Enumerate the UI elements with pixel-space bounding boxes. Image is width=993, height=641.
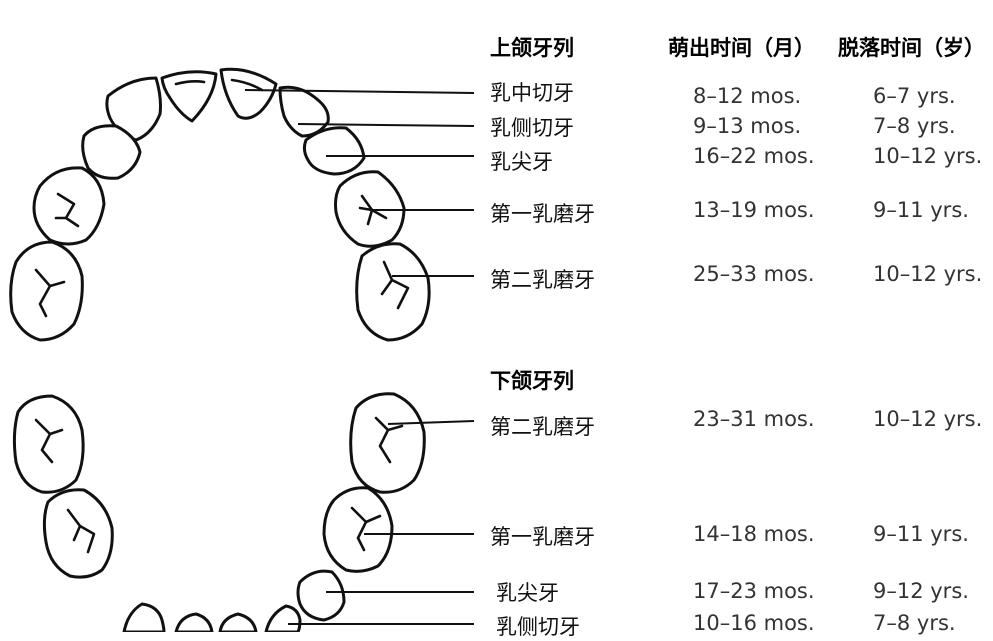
eruption-time-heading: 萌出时间（月） (668, 36, 815, 60)
leader-lines (244, 89, 475, 625)
upper-tooth-name-3: 第一乳磨牙 (490, 202, 595, 226)
leader-upper-lateral-incisor (297, 123, 475, 127)
lower-eruption-1: 14–18 mos. (693, 522, 815, 546)
upper-eruption-2: 16–22 mos. (693, 144, 815, 168)
upper-eruption-4: 25–33 mos. (693, 262, 815, 286)
lower-arch-heading: 下颌牙列 (490, 369, 574, 393)
lower-shedding-3: 7–8 yrs. (873, 611, 956, 635)
lower-tooth-name-2: 乳尖牙 (496, 581, 559, 605)
upper-left-central-incisor (160, 70, 218, 123)
upper-shedding-2: 10–12 yrs. (873, 144, 983, 168)
upper-right-second-molar (355, 242, 431, 342)
upper-shedding-4: 10–12 yrs. (873, 262, 983, 286)
lower-right-first-molar (322, 486, 394, 573)
upper-eruption-1: 9–13 mos. (693, 114, 802, 138)
lower-shedding-1: 9–11 yrs. (873, 522, 969, 546)
upper-shedding-3: 9–11 yrs. (873, 198, 969, 222)
leader-lower-second-molar (387, 420, 475, 425)
upper-tooth-name-4: 第二乳磨牙 (490, 268, 595, 292)
lower-left-second-molar (12, 394, 85, 494)
lower-left-lateral-incisor (122, 602, 166, 632)
upper-tooth-name-0: 乳中切牙 (490, 81, 574, 105)
lower-eruption-0: 23–31 mos. (693, 407, 815, 431)
leader-upper-central-incisor (244, 89, 475, 94)
upper-shedding-0: 6–7 yrs. (873, 84, 956, 108)
lower-tooth-name-3: 乳侧切牙 (496, 615, 580, 639)
upper-eruption-3: 13–19 mos. (693, 198, 815, 222)
upper-eruption-0: 8–12 mos. (693, 84, 802, 108)
shedding-time-heading: 脱落时间（岁） (838, 36, 985, 60)
lower-eruption-3: 10–16 mos. (693, 611, 815, 635)
lower-right-second-molar (349, 392, 426, 494)
upper-arch-heading: 上颌牙列 (490, 36, 574, 60)
lower-eruption-2: 17–23 mos. (693, 579, 815, 603)
lower-shedding-2: 9–12 yrs. (873, 579, 969, 603)
lower-arch (12, 392, 426, 632)
upper-right-lateral-incisor (278, 85, 330, 138)
upper-left-lateral-incisor (105, 76, 162, 142)
upper-left-canine (81, 124, 142, 180)
upper-shedding-1: 7–8 yrs. (873, 114, 956, 138)
lower-right-lateral-incisor (264, 604, 302, 632)
upper-tooth-name-1: 乳侧切牙 (490, 116, 574, 140)
lower-left-first-molar (42, 488, 114, 579)
lower-shedding-0: 10–12 yrs. (873, 407, 983, 431)
lower-tooth-name-1: 第一乳磨牙 (490, 525, 595, 549)
lower-tooth-name-0: 第二乳磨牙 (490, 415, 595, 439)
upper-arch (9, 67, 431, 342)
lower-right-canine (296, 569, 346, 622)
upper-right-canine (302, 126, 366, 176)
upper-left-first-molar (32, 166, 106, 246)
upper-right-central-incisor (219, 67, 278, 120)
lower-left-central-incisor (174, 612, 214, 632)
upper-tooth-name-2: 乳尖牙 (490, 150, 553, 174)
lower-right-central-incisor (218, 612, 258, 632)
